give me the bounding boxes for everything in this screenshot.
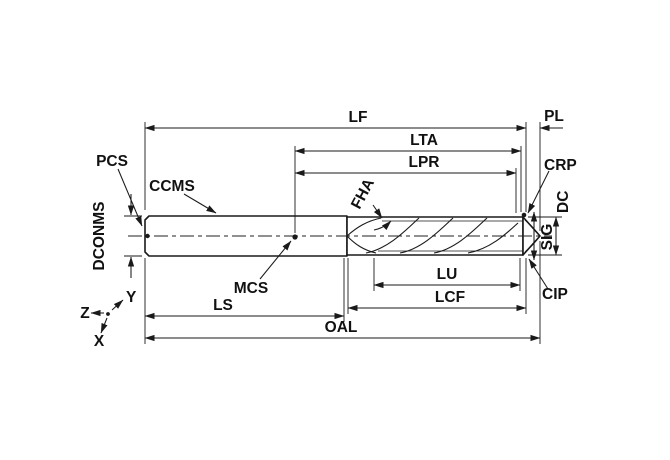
shank-end-center-dot [145, 233, 150, 239]
corner-radius-dot [521, 212, 527, 218]
dimension-lines [127, 124, 563, 342]
label-lcf: LCF [435, 289, 465, 306]
axis-y-label: Y [126, 289, 137, 306]
flute-runout-lower [346, 235, 377, 254]
axis-x-arrow [100, 317, 108, 334]
leader-lines [117, 168, 550, 290]
label-cip: CIP [542, 286, 568, 303]
leader-crp [527, 170, 550, 214]
leader-fha [372, 204, 383, 219]
label-lu: LU [437, 266, 458, 283]
leader-cip [528, 258, 549, 290]
leader-mcs [259, 240, 292, 280]
label-crp: CRP [544, 157, 577, 174]
label-lta: LTA [410, 132, 438, 149]
coordinate-axes: Z Y X [80, 289, 137, 350]
label-lpr: LPR [409, 154, 440, 171]
label-dconms: DCONMS [91, 202, 108, 271]
mcs-point-dot [292, 234, 298, 240]
flute-curve [365, 217, 420, 254]
label-sig: SIG [539, 224, 556, 251]
axes-origin-dot [106, 312, 110, 316]
flute-curve [433, 217, 488, 254]
flute-curve [467, 222, 519, 254]
flute-runout-upper [346, 217, 382, 237]
fha-angle-arc [373, 220, 392, 231]
label-dc: DC [555, 191, 572, 213]
axis-z-label: Z [80, 305, 90, 322]
label-pcs: PCS [96, 153, 128, 170]
flute-curve [399, 217, 454, 254]
axis-y-arrow [111, 299, 124, 311]
axis-x-label: X [94, 333, 105, 350]
label-lf: LF [349, 109, 368, 126]
label-pl: PL [544, 108, 564, 125]
dimension-labels: LF PL LTA LPR PCS CRP CCMS DC FHA DCONMS… [91, 108, 577, 336]
leader-pcs [117, 168, 143, 227]
leader-ccms [183, 193, 217, 214]
label-ccms: CCMS [149, 178, 195, 195]
label-oal: OAL [325, 319, 358, 336]
label-ls: LS [213, 297, 233, 314]
label-mcs: MCS [234, 280, 268, 297]
